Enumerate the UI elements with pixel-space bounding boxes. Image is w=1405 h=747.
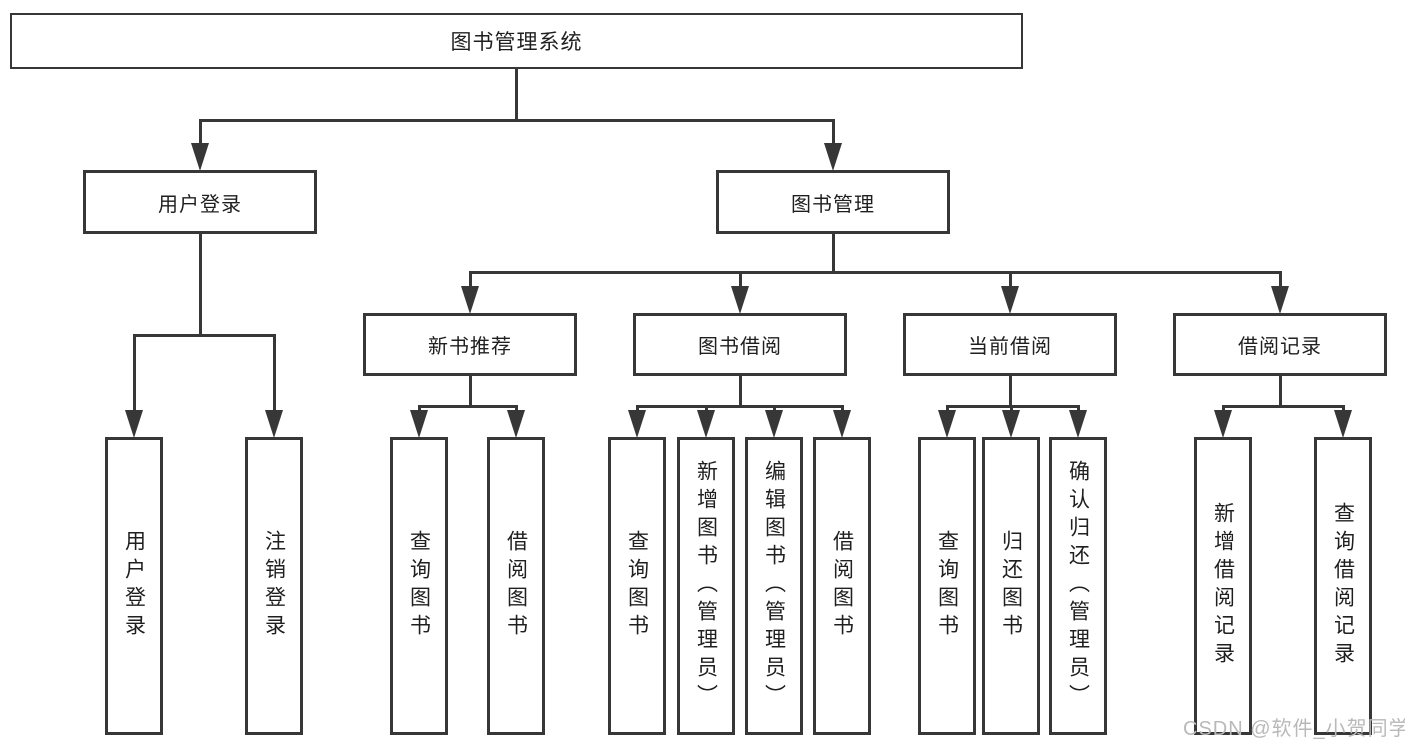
leaf-query-books-borrowing-label: 查询图书: [625, 530, 649, 642]
arrowhead-down-icon: [1214, 410, 1232, 438]
leaf-return-books: 归还图书: [982, 437, 1040, 735]
connector-hline: [418, 405, 518, 408]
node-current-borrowing-label: 当前借阅: [968, 336, 1052, 358]
connector-hline: [199, 119, 835, 122]
arrowhead-down-icon: [697, 410, 715, 438]
connector-vline: [832, 231, 835, 273]
node-new-book-recommend: 新书推荐: [363, 313, 577, 376]
connector-vline: [273, 334, 276, 412]
node-new-book-recommend-label: 新书推荐: [428, 336, 512, 358]
arrowhead-down-icon: [731, 286, 749, 314]
connector-vline: [469, 271, 472, 289]
connector-hline: [636, 405, 844, 408]
arrowhead-down-icon: [824, 143, 842, 171]
arrowhead-down-icon: [507, 410, 525, 438]
arrowhead-down-icon: [265, 410, 283, 438]
arrowhead-down-icon: [1001, 286, 1019, 314]
leaf-logout: 注销登录: [245, 437, 303, 735]
leaf-user-login: 用户登录: [105, 437, 163, 735]
leaf-borrow-books-label: 借阅图书: [830, 530, 854, 642]
arrowhead-down-icon: [628, 410, 646, 438]
leaf-confirm-return-admin-label: 确认归还（管理员）: [1066, 460, 1090, 712]
leaf-logout-label: 注销登录: [262, 530, 286, 642]
arrowhead-down-icon: [1069, 410, 1087, 438]
connector-vline: [739, 271, 742, 289]
node-borrowing-records-label: 借阅记录: [1238, 336, 1322, 358]
leaf-edit-book-admin: 编辑图书（管理员）: [745, 437, 803, 735]
connector-hline: [946, 405, 1080, 408]
leaf-return-books-label: 归还图书: [999, 530, 1023, 642]
connector-vline: [832, 119, 835, 147]
leaf-add-book-admin: 新增图书（管理员）: [677, 437, 735, 735]
arrowhead-down-icon: [461, 286, 479, 314]
arrowhead-down-icon: [410, 410, 428, 438]
leaf-query-borrow-record-label: 查询借阅记录: [1331, 502, 1355, 670]
leaf-add-borrow-record: 新增借阅记录: [1194, 437, 1252, 735]
connector-vline: [199, 231, 202, 336]
leaf-borrow-books-recommend-label: 借阅图书: [504, 530, 528, 642]
node-user-login: 用户登录: [83, 170, 317, 234]
node-current-borrowing: 当前借阅: [903, 313, 1117, 376]
leaf-query-borrow-record: 查询借阅记录: [1314, 437, 1372, 735]
leaf-user-login-label: 用户登录: [122, 530, 146, 642]
node-library-system-label: 图书管理系统: [450, 31, 583, 54]
connector-vline: [1279, 271, 1282, 289]
node-book-borrowing: 图书借阅: [633, 313, 847, 376]
leaf-query-books-borrowing: 查询图书: [608, 437, 666, 735]
connector-vline: [515, 66, 518, 122]
leaf-add-book-admin-label: 新增图书（管理员）: [694, 460, 718, 712]
node-book-management-label: 图书管理: [791, 193, 875, 216]
connector-hline: [133, 334, 276, 337]
leaf-confirm-return-admin: 确认归还（管理员）: [1049, 437, 1107, 735]
arrowhead-down-icon: [833, 410, 851, 438]
leaf-borrow-books-recommend: 借阅图书: [487, 437, 545, 735]
arrowhead-down-icon: [938, 410, 956, 438]
node-book-management: 图书管理: [716, 170, 950, 234]
leaf-query-books-current-label: 查询图书: [935, 530, 959, 642]
connector-hline: [1222, 405, 1345, 408]
arrowhead-down-icon: [191, 143, 209, 171]
leaf-query-books-current: 查询图书: [918, 437, 976, 735]
arrowhead-down-icon: [1002, 410, 1020, 438]
connector-vline: [469, 374, 472, 407]
connector-vline: [739, 374, 742, 407]
connector-vline: [199, 119, 202, 147]
node-book-borrowing-label: 图书借阅: [698, 336, 782, 358]
leaf-query-books-recommend: 查询图书: [390, 437, 448, 735]
arrowhead-down-icon: [765, 410, 783, 438]
connector-hline: [469, 271, 1282, 274]
leaf-query-books-recommend-label: 查询图书: [407, 530, 431, 642]
arrowhead-down-icon: [1271, 286, 1289, 314]
csdn-watermark: CSDN @软件_小贺同学: [1183, 718, 1405, 740]
leaf-add-borrow-record-label: 新增借阅记录: [1211, 502, 1235, 670]
leaf-edit-book-admin-label: 编辑图书（管理员）: [762, 460, 786, 712]
connector-vline: [1009, 374, 1012, 407]
node-library-system: 图书管理系统: [10, 13, 1023, 69]
arrowhead-down-icon: [1334, 410, 1352, 438]
connector-vline: [1009, 271, 1012, 289]
connector-vline: [1279, 374, 1282, 407]
leaf-borrow-books: 借阅图书: [813, 437, 871, 735]
connector-vline: [133, 334, 136, 412]
node-user-login-label: 用户登录: [158, 193, 242, 216]
arrowhead-down-icon: [125, 410, 143, 438]
node-borrowing-records: 借阅记录: [1173, 313, 1387, 376]
